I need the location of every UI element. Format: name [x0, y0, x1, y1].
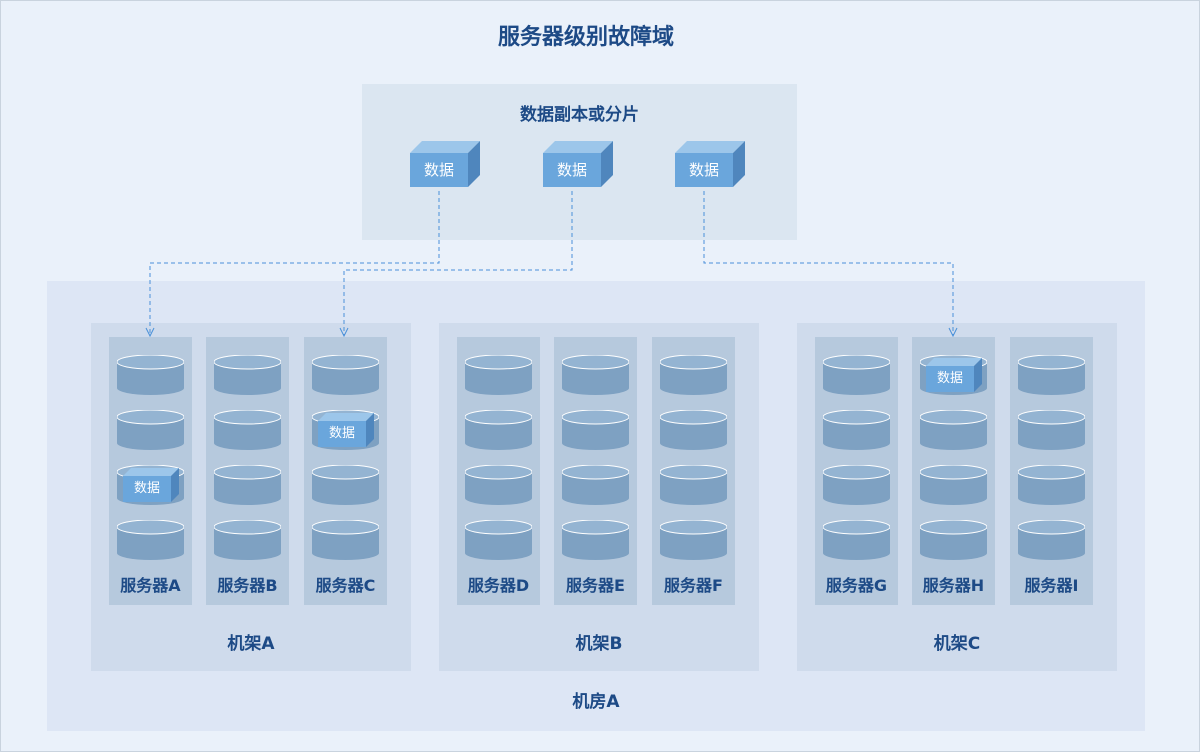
server-label: 服务器I — [1024, 576, 1079, 595]
server: 服务器D — [457, 337, 540, 605]
rack: 数据服务器A 服务器B 数据服务器C 机架A — [91, 323, 411, 671]
disk-icon — [117, 520, 184, 560]
disk-icon — [1018, 355, 1085, 395]
server-label: 服务器F — [664, 576, 723, 595]
disk-icon — [117, 355, 184, 395]
server: 服务器E — [554, 337, 637, 605]
replica-section: 数据副本或分片 数据 数据 数据 — [362, 84, 797, 240]
disk-icon — [1018, 520, 1085, 560]
disk-icon — [562, 465, 629, 505]
disk-icon — [465, 520, 532, 560]
server: 数据服务器C — [304, 337, 387, 605]
server: 服务器F — [652, 337, 735, 605]
stored-data-block: 数据 — [926, 358, 982, 392]
server: 服务器I — [1010, 337, 1093, 605]
disk-icon — [1018, 465, 1085, 505]
disk-icon — [312, 520, 379, 560]
disk-icon — [214, 465, 281, 505]
server-label: 服务器D — [467, 576, 530, 595]
disk-icon — [465, 410, 532, 450]
rack-label: 机架B — [575, 634, 623, 654]
replica-section-title: 数据副本或分片 — [520, 105, 639, 125]
disk-icon — [214, 355, 281, 395]
disk-icon — [465, 355, 532, 395]
server-label: 服务器B — [217, 576, 278, 595]
disk-icon — [312, 355, 379, 395]
disk-icon — [823, 465, 890, 505]
stored-data-block: 数据 — [318, 413, 374, 447]
disk-icon — [1018, 410, 1085, 450]
disk-icon — [562, 520, 629, 560]
server-label: 服务器C — [315, 576, 376, 595]
disk-icon — [920, 410, 987, 450]
replica-data-block: 数据 — [543, 141, 613, 187]
data-label: 数据 — [688, 161, 719, 179]
server: 服务器B — [206, 337, 289, 605]
rack: 服务器G 数据服务器H 服务器I 机架C — [797, 323, 1117, 671]
stored-data-block: 数据 — [123, 468, 179, 502]
disk-icon — [117, 410, 184, 450]
data-label: 数据 — [328, 426, 355, 441]
disk-icon — [823, 520, 890, 560]
disk-icon — [660, 465, 727, 505]
disk-icon — [465, 465, 532, 505]
server-label: 服务器A — [120, 576, 181, 595]
diagram-title: 服务器级别故障域 — [497, 25, 674, 50]
data-label: 数据 — [936, 371, 963, 386]
data-label: 数据 — [133, 481, 160, 496]
replica-data-block: 数据 — [410, 141, 480, 187]
data-label: 数据 — [556, 161, 587, 179]
disk-icon — [660, 410, 727, 450]
rack: 服务器D 服务器E 服务器F 机架B — [439, 323, 759, 671]
disk-icon — [920, 520, 987, 560]
server: 数据服务器A — [109, 337, 192, 605]
machine-room-label: 机房A — [572, 692, 620, 712]
server: 数据服务器H — [912, 337, 995, 605]
server-label: 服务器E — [566, 576, 625, 595]
disk-icon — [920, 465, 987, 505]
disk-icon — [562, 410, 629, 450]
disk-icon — [214, 410, 281, 450]
server-label: 服务器H — [922, 576, 985, 595]
replica-data-block: 数据 — [675, 141, 745, 187]
server: 服务器G — [815, 337, 898, 605]
data-label: 数据 — [423, 161, 454, 179]
disk-icon — [823, 355, 890, 395]
rack-label: 机架A — [227, 634, 275, 654]
rack-label: 机架C — [933, 634, 981, 654]
disk-icon — [214, 520, 281, 560]
disk-icon — [562, 355, 629, 395]
disk-icon — [660, 520, 727, 560]
disk-icon — [660, 355, 727, 395]
server-label: 服务器G — [825, 576, 888, 595]
disk-icon — [823, 410, 890, 450]
disk-icon — [312, 465, 379, 505]
